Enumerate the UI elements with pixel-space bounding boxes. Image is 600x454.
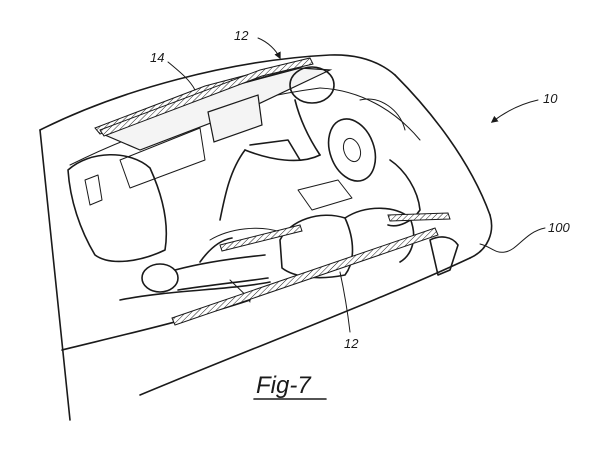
label-vehicle: 10	[543, 91, 558, 106]
leader-door-panel	[479, 227, 546, 253]
door-panel	[387, 212, 459, 276]
driver-figure	[219, 66, 406, 221]
lower-light-strip	[171, 224, 439, 326]
label-door-panel: 100	[548, 220, 570, 235]
leader-light-strip-bottom	[339, 271, 351, 333]
reference-labels: 14 12 10 100 12	[150, 28, 570, 351]
leader-light-strip-top	[257, 37, 281, 60]
figure-caption: Fig-7	[253, 372, 327, 400]
vehicle-body	[39, 54, 493, 421]
label-light-strip-top: 12	[234, 28, 249, 43]
passenger-figure	[119, 237, 271, 303]
front-seats	[67, 153, 421, 263]
label-light-strip-bottom: 12	[344, 336, 359, 351]
leader-vehicle	[490, 99, 539, 123]
upper-light-strip	[99, 57, 314, 137]
label-roof-panel: 14	[150, 50, 164, 65]
caption-text: Fig-7	[256, 372, 312, 399]
leader-roof-panel	[167, 61, 196, 91]
